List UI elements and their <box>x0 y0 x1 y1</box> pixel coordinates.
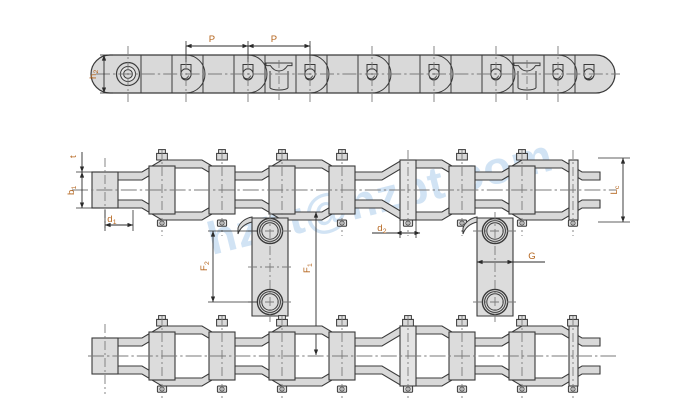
dimension-F2: F2 <box>199 230 258 303</box>
bottom-strand-view <box>88 315 616 400</box>
dimension-label-h2: h2 <box>88 70 100 79</box>
top-plan-view: h2 P P <box>88 34 620 102</box>
dimension-label-F2: F2 <box>199 261 211 271</box>
dimension-label-pitch-2: P <box>271 34 278 45</box>
middle-elevation-view: t b1 d1 d2 <box>66 149 630 238</box>
top-view-pin-centerlines <box>127 46 559 102</box>
dimension-label-d1: d1 <box>107 214 116 226</box>
dimension-label-b1: b1 <box>66 186 78 195</box>
dimension-label-pitch-1: P <box>209 34 216 45</box>
dimension-pitch-2: P <box>247 34 311 62</box>
dimension-Lc: Lc <box>598 157 630 223</box>
dimension-label-t: t <box>68 155 79 158</box>
dimension-label-F1: F1 <box>302 263 314 273</box>
dimension-b1: b1 <box>66 171 100 209</box>
dimension-label-G: G <box>528 251 536 262</box>
dimension-label-d2: d2 <box>377 223 386 235</box>
attachment-plate-right <box>462 212 519 322</box>
bottom-view-pin-centerlines <box>104 316 574 400</box>
dimension-d2: d2 <box>372 220 421 238</box>
attachment-plate-left <box>237 212 294 322</box>
bottom-view-pin-heads-top <box>156 315 579 327</box>
dimension-t: t <box>68 152 100 173</box>
dimension-d1: d1 <box>104 210 134 231</box>
dimension-h2: h2 <box>88 54 113 94</box>
dimension-G: G <box>476 251 545 265</box>
dimension-label-Lc: Lc <box>609 185 621 194</box>
bottom-view-hex-nuts <box>156 385 579 393</box>
